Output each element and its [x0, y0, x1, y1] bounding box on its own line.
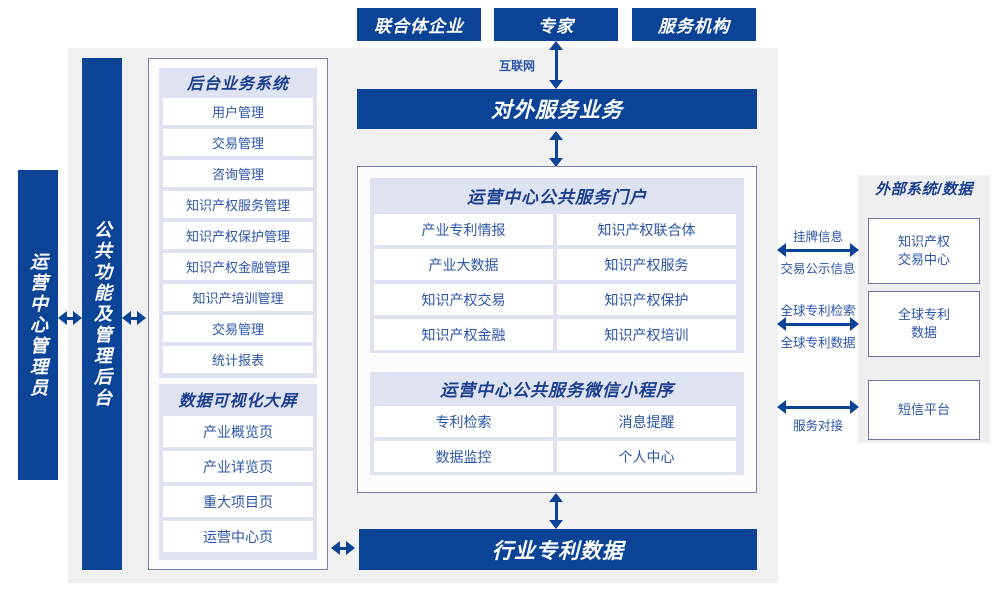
- backend-system-item[interactable]: 交易管理: [163, 315, 313, 342]
- backend-system-item[interactable]: 知识产权服务管理: [163, 191, 313, 218]
- top-actor-label: 服务机构: [658, 17, 730, 36]
- external-service-label: 对外服务业务: [491, 99, 623, 122]
- backend-system-item-label: 用户管理: [211, 105, 264, 120]
- backend-system-arrow: [122, 311, 146, 325]
- portal-item-label: 产业专利情报: [421, 221, 506, 238]
- backend-system-item[interactable]: 用户管理: [163, 98, 313, 125]
- backend-system-item[interactable]: 统计报表: [163, 346, 313, 373]
- data-screen-item[interactable]: 运营中心页: [163, 521, 313, 552]
- portal-item-label: 知识产权金融: [421, 326, 506, 343]
- data-screen-item-label: 运营中心页: [203, 528, 273, 545]
- portal-item-label: 知识产权联合体: [597, 221, 696, 238]
- miniprogram-item[interactable]: 个人中心: [557, 441, 736, 472]
- external-systems-title: 外部系统/数据: [875, 181, 973, 198]
- external-arrow-2: [777, 400, 859, 414]
- portal-item-label: 知识产权服务: [604, 256, 689, 273]
- top-actor-box-0[interactable]: 联合体企业: [357, 8, 481, 41]
- portal-item-label: 知识产权交易: [421, 291, 506, 308]
- top-actor-box-2[interactable]: 服务机构: [632, 8, 756, 41]
- miniprogram-item[interactable]: 专利检索: [374, 406, 553, 437]
- miniprogram-title: 运营中心公共服务微信小程序: [440, 381, 674, 400]
- data-screen-item[interactable]: 产业概览页: [163, 416, 313, 447]
- backend-system-item-label: 交易管理: [211, 136, 264, 151]
- external-box-0[interactable]: 知识产权 交易中心: [868, 218, 980, 284]
- backend-system-item[interactable]: 知识产权保护管理: [163, 222, 313, 249]
- miniprogram-item[interactable]: 消息提醒: [557, 406, 736, 437]
- portal-item[interactable]: 知识产权培训: [557, 319, 736, 350]
- external-arrow-0: [777, 243, 859, 257]
- bottom-data-bar[interactable]: 行业专利数据: [359, 529, 757, 570]
- portal-item[interactable]: 知识产权金融: [374, 319, 553, 350]
- internet-label: 互联网: [498, 59, 535, 73]
- role-bar-backend[interactable]: 公共功能及管理后台: [82, 58, 122, 570]
- miniprogram-item-grid: 专利检索 消息提醒数据监控 个人中心: [374, 406, 740, 476]
- data-screen-to-bottom-arrow: [331, 541, 355, 555]
- portal-item[interactable]: 知识产权交易: [374, 284, 553, 315]
- backend-system-item-label: 知识产权服务管理: [185, 198, 290, 213]
- portal-item[interactable]: 产业专利情报: [374, 214, 553, 245]
- role-bar-operator[interactable]: 运营中心管理员: [18, 170, 58, 480]
- external-arrow-label-below-0: 交易公示信息: [780, 262, 856, 276]
- backend-system-item-list: 用户管理交易管理咨询管理知识产权服务管理知识产权保护管理知识产权金融管理知识产培…: [163, 98, 313, 373]
- data-screen-item-label: 重大项目页: [203, 493, 273, 510]
- data-screen-item-label: 产业详览页: [203, 458, 273, 475]
- data-screen-item-list: 产业概览页产业详览页重大项目页运营中心页: [163, 416, 313, 552]
- portal-item-label: 产业大数据: [428, 256, 499, 273]
- external-arrow-label-above-1: 全球专利检索: [780, 304, 856, 318]
- miniprogram-item-label: 个人中心: [618, 448, 675, 465]
- portal-item-label: 知识产权保护: [604, 291, 689, 308]
- portal-group: 运营中心公共服务门户 产业专利情报 知识产权联合体产业大数据 知识产权服务知识产权交…: [370, 178, 744, 353]
- data-screen-item-label: 产业概览页: [203, 423, 273, 440]
- miniprogram-group: 运营中心公共服务微信小程序 专利检索 消息提醒数据监控 个人中心: [370, 372, 744, 475]
- portal-item[interactable]: 知识产权联合体: [557, 214, 736, 245]
- data-screen-item[interactable]: 产业详览页: [163, 451, 313, 482]
- external-box-label: 短信平台: [897, 402, 950, 418]
- portal-item-grid: 产业专利情报知识产权联合体产业大数据知识产权服务知识产权交易知识产权保护知识产权…: [374, 214, 740, 354]
- backend-system-item-label: 知识产培训管理: [192, 291, 284, 306]
- backend-system-title: 后台业务系统: [186, 76, 289, 93]
- miniprogram-item-label: 消息提醒: [618, 413, 675, 430]
- external-box-label: 全球专利 数据: [897, 307, 950, 340]
- external-service-bar[interactable]: 对外服务业务: [357, 89, 757, 129]
- backend-system-item-label: 交易管理: [211, 322, 264, 337]
- backend-system-item[interactable]: 知识产培训管理: [163, 284, 313, 311]
- role-label: 公共功能及管理后台: [92, 219, 112, 409]
- external-arrow-label-above-0: 挂牌信息: [792, 230, 843, 244]
- data-screen-title: 数据可视化大屏: [178, 393, 298, 410]
- backend-system-item[interactable]: 咨询管理: [163, 160, 313, 187]
- portal-to-bottom-arrow: [549, 493, 563, 529]
- portal-item[interactable]: 知识产权服务: [557, 249, 736, 280]
- portal-item[interactable]: 知识产权保护: [557, 284, 736, 315]
- top-actor-label: 联合体企业: [374, 17, 464, 36]
- role-label: 运营中心管理员: [28, 251, 48, 399]
- backend-system-item-label: 咨询管理: [211, 167, 264, 182]
- portal-title: 运营中心公共服务门户: [467, 188, 647, 207]
- external-arrow-1: [777, 317, 859, 331]
- backend-system-item-label: 知识产权保护管理: [185, 229, 290, 244]
- backend-system-item[interactable]: 交易管理: [163, 129, 313, 156]
- internet-arrow: [549, 41, 563, 89]
- miniprogram-item-label: 数据监控: [435, 448, 492, 465]
- service-to-portal-arrow: [549, 131, 563, 167]
- external-box-1[interactable]: 全球专利 数据: [868, 291, 980, 357]
- top-actor-label: 专家: [538, 17, 574, 36]
- backend-system-item[interactable]: 知识产权金融管理: [163, 253, 313, 280]
- data-screen-item[interactable]: 重大项目页: [163, 486, 313, 517]
- bottom-data-label: 行业专利数据: [492, 539, 624, 563]
- backend-system-group: 后台业务系统 用户管理交易管理咨询管理知识产权服务管理知识产权保护管理知识产权金…: [159, 68, 317, 378]
- miniprogram-item-label: 专利检索: [435, 413, 492, 430]
- external-arrow-label-below-1: 全球专利数据: [780, 336, 856, 350]
- miniprogram-item[interactable]: 数据监控: [374, 441, 553, 472]
- external-arrow-label-below-2: 服务对接: [792, 419, 843, 433]
- portal-item[interactable]: 产业大数据: [374, 249, 553, 280]
- external-box-label: 知识产权 交易中心: [897, 234, 950, 267]
- data-screen-group: 数据可视化大屏 产业概览页产业详览页重大项目页运营中心页: [159, 384, 317, 560]
- portal-item-label: 知识产权培训: [604, 326, 689, 343]
- top-actor-box-1[interactable]: 专家: [494, 8, 618, 41]
- backend-system-item-label: 统计报表: [211, 353, 264, 368]
- external-box-2[interactable]: 短信平台: [868, 380, 980, 440]
- backend-system-item-label: 知识产权金融管理: [185, 260, 290, 275]
- operator-backend-arrow: [58, 311, 82, 325]
